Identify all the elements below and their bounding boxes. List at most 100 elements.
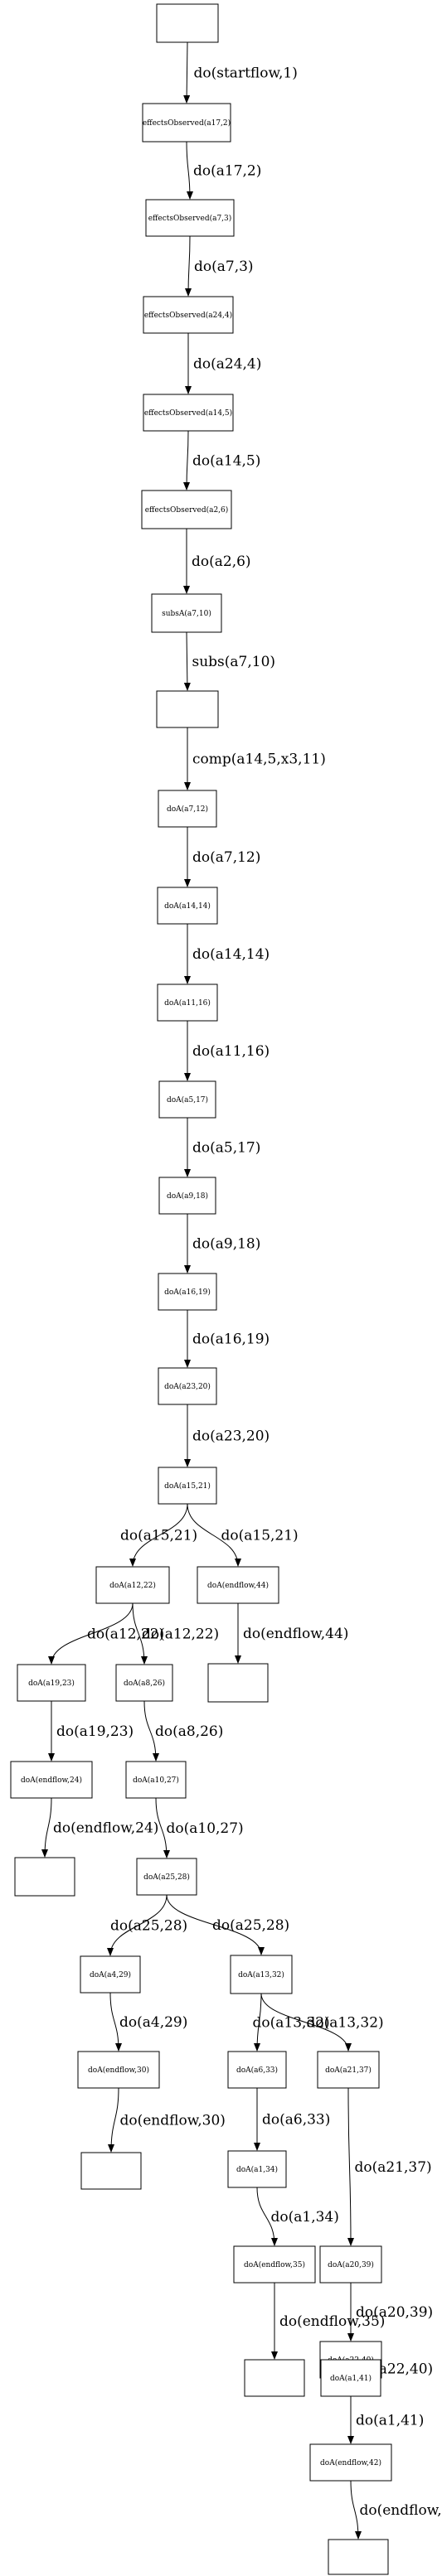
state-node: doA(a4,29) xyxy=(80,1955,141,1994)
node-label: doA(a19,23) xyxy=(28,1679,75,1688)
edge-label: subs(a7,10) xyxy=(192,654,276,670)
state-node: effectsObserved(a24,4) xyxy=(143,296,234,334)
state-node: effectsObserved(a17,2) xyxy=(142,103,231,143)
edge-label: do(a2,6) xyxy=(192,553,251,570)
node-label: doA(a16,19) xyxy=(164,1288,211,1297)
node-box xyxy=(151,593,222,633)
state-node: doA(a5,17) xyxy=(158,1080,216,1119)
node-label: effectsObserved(a14,5) xyxy=(144,408,232,418)
node-box xyxy=(143,394,234,432)
node-box xyxy=(136,1858,197,1896)
edge-label: do(a16,19) xyxy=(192,1331,270,1348)
node-box xyxy=(158,1177,216,1215)
node-box xyxy=(317,2051,380,2089)
state-node: doA(a12,22) xyxy=(95,1566,170,1604)
edge-label: do(a25,28) xyxy=(110,1918,187,1935)
node-box xyxy=(125,1761,187,1799)
state-node: subsA(a7,10) xyxy=(151,593,222,633)
node-box xyxy=(158,1467,217,1505)
node-box xyxy=(80,1955,141,1994)
empty-state-node xyxy=(156,3,219,43)
node-label: doA(endflow,30) xyxy=(88,2066,149,2075)
node-box xyxy=(319,2245,382,2284)
node-label: effectsObserved(a7,3) xyxy=(148,214,232,223)
node-label: doA(a25,28) xyxy=(143,1873,190,1882)
node-box xyxy=(143,296,234,334)
empty-state-node xyxy=(244,2359,305,2397)
node-box xyxy=(80,2152,142,2190)
edge-label: do(a15,21) xyxy=(120,1528,197,1544)
edge-arrow xyxy=(48,1602,134,1665)
edge-label: do(a7,12) xyxy=(192,849,260,866)
node-box xyxy=(95,1566,170,1604)
edge-label: comp(a14,5,x3,11) xyxy=(192,752,326,768)
node-box xyxy=(145,199,235,237)
state-node: effectsObserved(a7,3) xyxy=(145,199,235,237)
edge-label: do(a14,5) xyxy=(192,453,260,470)
edge-arrow xyxy=(186,141,193,200)
edge-label: do(endflow,44) xyxy=(243,1626,348,1642)
state-node: doA(a9,18) xyxy=(158,1177,216,1215)
edge-label: do(a20,39) xyxy=(356,2304,433,2321)
node-label: doA(a1,34) xyxy=(236,2165,278,2174)
node-label: doA(a6,33) xyxy=(236,2066,278,2075)
node-box xyxy=(156,3,219,43)
edge-arrow xyxy=(260,1993,352,2052)
state-node: doA(endflow,30) xyxy=(77,2051,160,2089)
edge-arrow xyxy=(108,2087,119,2153)
empty-state-node xyxy=(80,2152,142,2190)
edge-label: do(a1,34) xyxy=(271,2209,339,2226)
node-label: doA(a20,39) xyxy=(328,2260,374,2269)
node-label: doA(a10,27) xyxy=(133,1776,179,1785)
node-box xyxy=(141,490,232,529)
edge-arrow xyxy=(109,1992,122,2052)
edge-label: do(endflow,30) xyxy=(120,2113,226,2129)
state-node: doA(a13,32) xyxy=(230,1955,293,1994)
state-node: doA(a6,33) xyxy=(227,2051,287,2089)
node-box xyxy=(158,790,217,828)
node-label: effectsObserved(a24,4) xyxy=(144,311,232,320)
node-box xyxy=(227,2051,287,2089)
node-box xyxy=(156,690,219,728)
node-label: doA(endflow,44) xyxy=(207,1581,269,1590)
node-label: doA(endflow,35) xyxy=(244,2260,305,2269)
edge-label: do(a8,26) xyxy=(155,1723,223,1740)
node-label: doA(a23,20) xyxy=(164,1382,211,1391)
edge-arrow xyxy=(132,1602,148,1665)
node-box xyxy=(158,1080,216,1119)
node-label: effectsObserved(a17,2) xyxy=(143,118,231,128)
edge-label: do(a17,2) xyxy=(193,163,261,180)
edge-arrow xyxy=(166,1894,265,1955)
empty-state-node xyxy=(207,1663,269,1703)
edge-label: do(a23,20) xyxy=(192,1428,270,1445)
node-box xyxy=(77,2051,160,2089)
node-box xyxy=(17,1664,86,1702)
node-label: doA(endflow,24) xyxy=(21,1776,82,1785)
node-box xyxy=(207,1663,269,1703)
edge-arrow xyxy=(347,2087,354,2246)
state-node: doA(endflow,44) xyxy=(197,1566,279,1604)
node-label: doA(a7,12) xyxy=(167,805,208,814)
edge-label: do(a13,32) xyxy=(253,2015,330,2032)
state-node: doA(a15,21) xyxy=(158,1467,217,1505)
edge-arrow xyxy=(155,1797,170,1858)
edge-arrow xyxy=(254,1993,262,2052)
node-box xyxy=(233,2245,316,2284)
empty-state-node xyxy=(328,2539,389,2575)
node-box xyxy=(142,103,231,143)
edge-label: do(a21,37) xyxy=(355,2159,432,2176)
edge-arrow xyxy=(129,1503,188,1567)
edge-label: do(a5,17) xyxy=(192,1140,260,1157)
state-node: doA(a16,19) xyxy=(158,1273,217,1311)
edge-label: do(a12,22) xyxy=(142,1626,219,1643)
node-box xyxy=(230,1955,293,1994)
edge-label: do(endflow,42) xyxy=(360,2502,442,2519)
state-node: doA(a19,23) xyxy=(17,1664,86,1702)
state-node: doA(endflow,24) xyxy=(10,1761,93,1799)
state-node: doA(a1,41) xyxy=(320,2359,381,2397)
node-box xyxy=(328,2539,389,2575)
node-box xyxy=(244,2359,305,2397)
node-label: subsA(a7,10) xyxy=(162,609,211,618)
state-node: doA(a10,27) xyxy=(125,1761,187,1799)
